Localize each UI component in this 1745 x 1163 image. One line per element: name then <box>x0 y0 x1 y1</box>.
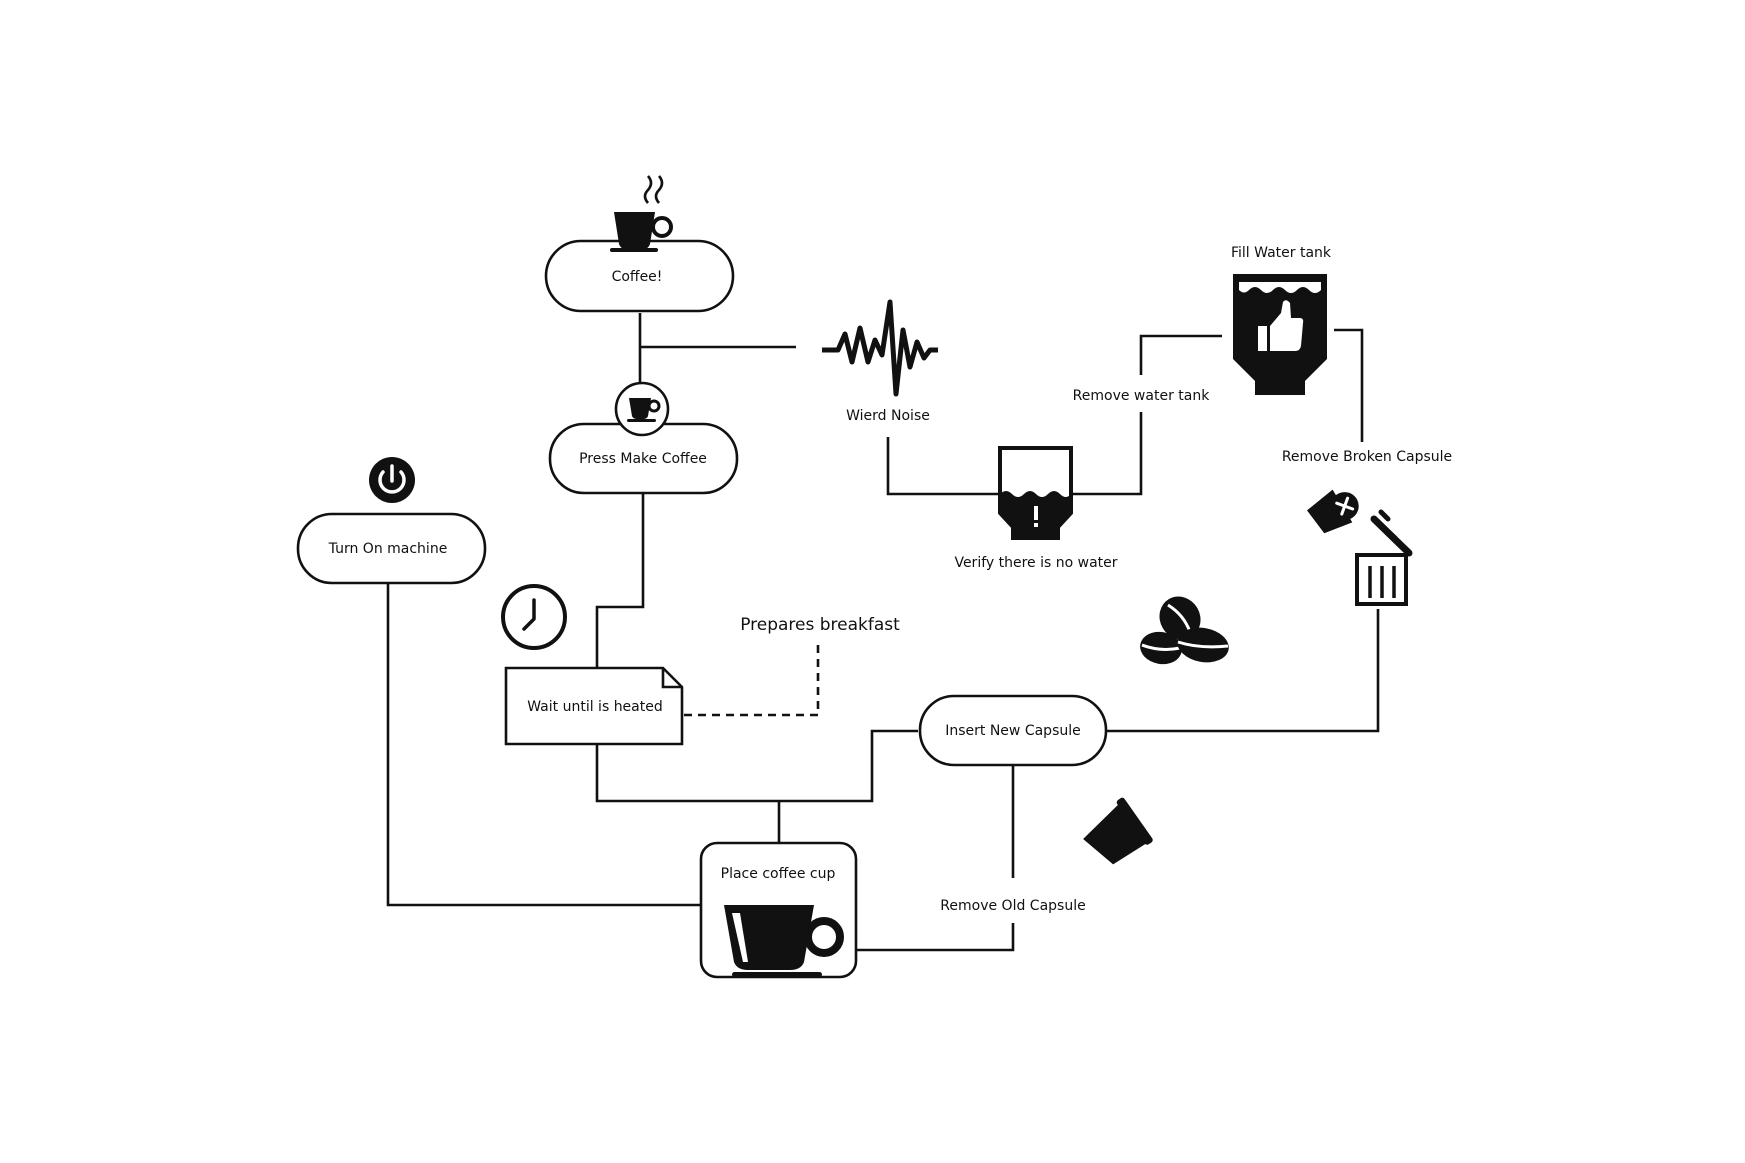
node-coffee-label: Coffee! <box>612 269 663 285</box>
connector-breakfast-dashed <box>684 643 820 717</box>
connector-remove-tank-to-fill <box>1139 334 1222 375</box>
node-wait-until-heated <box>504 666 684 746</box>
label-fill-water-tank: Fill Water tank <box>1231 245 1332 261</box>
connectors <box>386 313 1380 952</box>
label-remove-water-tank: Remove water tank <box>1073 388 1211 404</box>
coffee-cup-steam-icon <box>610 175 673 252</box>
node-wait-until-heated-label: Wait until is heated <box>527 699 663 715</box>
sound-wave-icon <box>822 299 938 397</box>
node-insert-new-capsule-label: Insert New Capsule <box>945 723 1081 739</box>
clock-icon <box>501 584 567 650</box>
connector-cup-to-old-capsule <box>856 923 1015 952</box>
node-turn-on-machine <box>296 512 487 585</box>
connector-fill-to-broken <box>1334 328 1364 442</box>
water-tank-thumbs-up-icon <box>1233 274 1327 395</box>
connector-press-to-wait <box>595 494 645 668</box>
coffee-beans-icon <box>1140 596 1229 665</box>
trash-bin-icon <box>1355 509 1413 606</box>
node-insert-new-capsule <box>918 694 1108 767</box>
connector-wait-to-cup <box>595 729 918 803</box>
connector-noise-to-verify <box>886 437 1000 496</box>
node-place-coffee-cup-label: Place coffee cup <box>721 866 836 882</box>
label-remove-old-capsule: Remove Old Capsule <box>940 898 1085 914</box>
power-icon <box>369 457 415 503</box>
capsule-icon <box>1083 797 1153 865</box>
broken-capsule-icon <box>1306 489 1359 534</box>
water-tank-warning-icon <box>998 446 1073 540</box>
connector-insert-to-trash <box>1107 609 1380 733</box>
connector-turn-on-to-cup <box>386 584 701 907</box>
label-remove-broken-capsule: Remove Broken Capsule <box>1282 449 1452 465</box>
connector-verify-to-remove-tank <box>1072 412 1143 496</box>
label-wierd-noise: Wierd Noise <box>846 408 930 424</box>
big-coffee-cup-icon <box>724 905 844 977</box>
node-turn-on-machine-label: Turn On machine <box>328 541 448 557</box>
label-prepares-breakfast: Prepares breakfast <box>740 615 900 635</box>
label-verify-no-water: Verify there is no water <box>954 555 1117 571</box>
node-press-make-coffee-label: Press Make Coffee <box>579 451 707 467</box>
coffee-cup-badge-icon <box>614 381 670 437</box>
